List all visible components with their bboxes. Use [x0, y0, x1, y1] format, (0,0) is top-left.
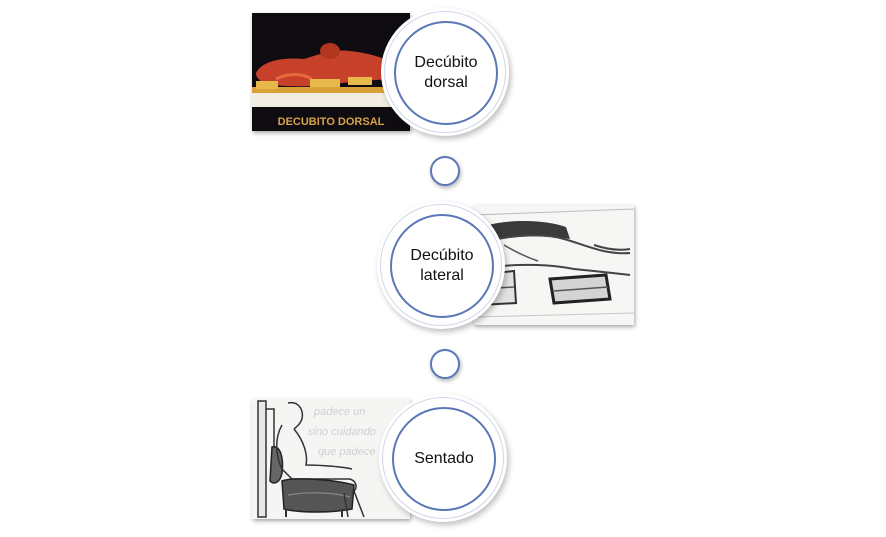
- supine-image-caption: DECUBITO DORSAL: [278, 116, 385, 128]
- node-label: Decúbito lateral: [410, 247, 474, 284]
- background-text-line: que padece: [318, 446, 376, 458]
- node-label: Decúbito dorsal: [414, 54, 478, 91]
- node-decubito-dorsal: Decúbito dorsal: [381, 8, 509, 136]
- connector-dot: [430, 349, 460, 379]
- background-text-line: padece un: [313, 406, 365, 418]
- node-decubito-lateral: Decúbito lateral: [377, 201, 505, 329]
- lateral-figure-illustration: [474, 205, 634, 325]
- node-label: Sentado: [414, 450, 474, 467]
- seated-figure-illustration: padece un sino cuidando que padece: [252, 399, 410, 519]
- background-text-line: sino cuidando: [308, 426, 376, 438]
- node-sentado: Sentado: [379, 394, 507, 522]
- connector-dot: [430, 156, 460, 186]
